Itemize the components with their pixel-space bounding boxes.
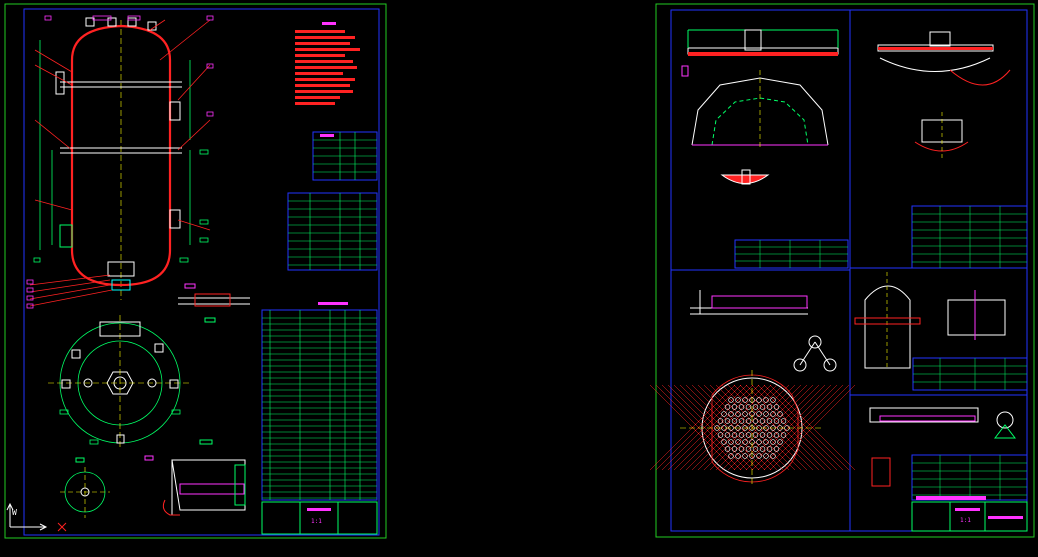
detail-flange-right	[877, 31, 1011, 160]
detail-bracket	[854, 272, 1028, 391]
ucs-axis-icon: W	[6, 502, 48, 531]
svg-text:W: W	[12, 508, 17, 517]
detail-table-tl	[734, 239, 849, 269]
right-drawing-sheet: 1:1	[649, 3, 1035, 538]
design-data-table-1	[312, 131, 378, 181]
vessel-elevation-view	[26, 15, 214, 309]
detail-table-tr	[911, 205, 1028, 269]
right-title-block-scale: 1:1	[960, 517, 971, 524]
right-title-block: 1:1	[911, 496, 1028, 532]
design-data-table-2	[287, 192, 378, 271]
detail-flange-left	[178, 283, 250, 323]
detail-support-leg	[144, 439, 246, 516]
left-drawing-sheet: 1:1	[4, 3, 387, 539]
left-inner-frame	[23, 8, 380, 536]
detail-small-circle	[60, 457, 110, 518]
detail-tube-sheet	[649, 290, 856, 485]
left-title-block-scale: 1:1	[311, 518, 322, 525]
detail-shaft	[869, 407, 1017, 487]
parts-list-table	[261, 302, 378, 501]
right-outer-frame	[655, 3, 1035, 538]
left-outer-frame	[4, 3, 387, 539]
right-parts-list	[911, 454, 1028, 501]
left-title-block: 1:1	[261, 501, 378, 535]
vessel-plan-view	[48, 315, 192, 450]
technical-notes-block	[295, 22, 360, 105]
red-x-marker	[57, 522, 67, 532]
detail-cover-section	[681, 29, 839, 185]
